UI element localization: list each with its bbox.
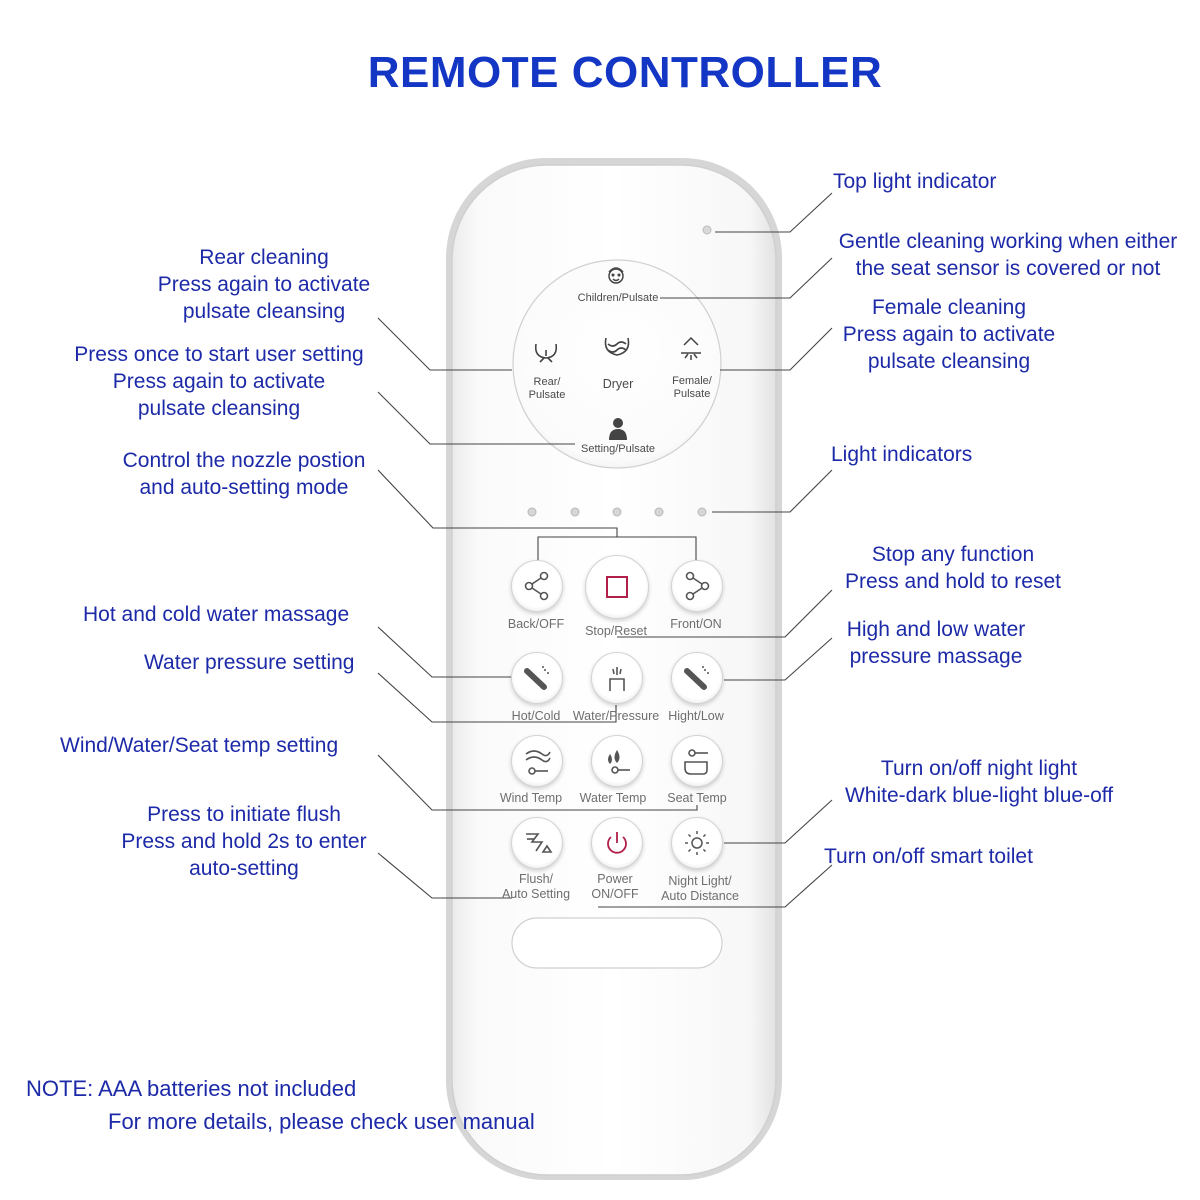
annotation-water-pressure: Water pressure setting xyxy=(144,651,355,674)
annotation-hot-cold: Hot and cold water massage xyxy=(83,603,350,626)
water-temp-icon xyxy=(608,750,630,774)
rear-cleaning-icon xyxy=(534,343,558,363)
user-setting-icon xyxy=(609,418,627,440)
hot-cold-button[interactable] xyxy=(511,652,563,704)
water-pressure-label: Water/Pressure xyxy=(572,709,660,723)
hot-cold-label: Hot/Cold xyxy=(511,709,561,723)
page-title: REMOTE CONTROLLER xyxy=(367,48,883,97)
rear-pulsate-label: Rear/Pulsate xyxy=(528,376,566,401)
annotation-power: Turn on/off smart toilet xyxy=(824,845,1033,868)
wind-temp-icon xyxy=(525,750,551,775)
seat-temp-label: Seat Temp xyxy=(667,791,727,805)
female-cleaning-icon xyxy=(681,336,701,360)
light-indicator xyxy=(612,507,622,517)
flush-auto-setting-button[interactable] xyxy=(511,817,563,869)
setting-pulsate-button[interactable] xyxy=(575,412,660,460)
seat-temp-button[interactable] xyxy=(671,735,723,787)
annotation-temp-setting: Wind/Water/Seat temp setting xyxy=(60,734,339,757)
water-pressure-icon xyxy=(609,667,625,691)
high-low-label: Hight/Low xyxy=(668,709,724,723)
front-on-button[interactable] xyxy=(671,560,723,612)
stop-reset-button[interactable] xyxy=(585,555,649,619)
light-indicator xyxy=(527,507,537,517)
power-icon xyxy=(607,832,627,854)
night-light-label: Night Light/Auto Distance xyxy=(661,874,739,903)
setting-pulsate-label: Setting/Pulsate xyxy=(581,443,655,455)
high-low-button[interactable] xyxy=(671,652,723,704)
stop-square-icon xyxy=(606,576,628,598)
front-on-label: Front/ON xyxy=(670,617,722,631)
flush-auto-setting-label: Flush/Auto Setting xyxy=(501,872,571,901)
seat-temp-icon xyxy=(684,749,708,775)
female-pulsate-button[interactable] xyxy=(662,332,722,402)
bottom-bar-button xyxy=(511,917,723,969)
light-indicators xyxy=(527,507,707,517)
child-face-icon xyxy=(608,267,624,284)
rear-pulsate-button[interactable] xyxy=(515,332,577,402)
back-off-button[interactable] xyxy=(511,560,563,612)
annotation-light-indicators: Light indicators xyxy=(831,443,973,466)
children-pulsate-button[interactable] xyxy=(575,262,660,310)
leader-lines xyxy=(377,192,833,908)
back-off-label: Back/OFF xyxy=(507,617,565,631)
note-batteries: NOTE: AAA batteries not included xyxy=(26,1076,357,1101)
water-temp-label: Water Temp xyxy=(579,791,647,805)
night-light-button[interactable] xyxy=(671,817,723,869)
light-indicator xyxy=(654,507,664,517)
light-indicator xyxy=(697,507,707,517)
dryer-label: Dryer xyxy=(602,377,634,391)
wind-temp-label: Wind Temp xyxy=(499,791,563,805)
annotation-top-light: Top light indicator xyxy=(833,170,997,193)
water-temp-button[interactable] xyxy=(591,735,643,787)
top-light-indicator xyxy=(702,225,712,235)
dryer-button[interactable] xyxy=(590,330,645,395)
dryer-icon xyxy=(604,337,630,356)
female-pulsate-label: Female/Pulsate xyxy=(672,375,712,400)
note-user-manual: For more details, please check user manu… xyxy=(108,1109,535,1134)
water-pressure-button[interactable] xyxy=(591,652,643,704)
control-disc xyxy=(512,259,722,469)
wind-temp-button[interactable] xyxy=(511,735,563,787)
sun-icon xyxy=(685,831,709,855)
light-indicator xyxy=(570,507,580,517)
stop-reset-label: Stop/Reset xyxy=(585,624,647,638)
share-left-icon xyxy=(524,571,549,601)
high-low-wand-icon xyxy=(684,666,709,690)
children-pulsate-label: Children/Pulsate xyxy=(577,292,659,304)
share-right-icon xyxy=(685,571,710,601)
hot-cold-wand-icon xyxy=(524,666,549,690)
flush-icon xyxy=(526,833,553,853)
power-on-off-button[interactable] xyxy=(591,817,643,869)
